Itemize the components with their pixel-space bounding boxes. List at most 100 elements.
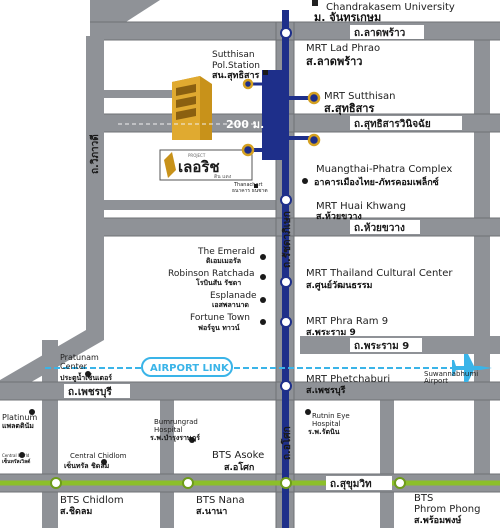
station-phra-ram9-marker[interactable]	[280, 316, 292, 328]
muangthai-label-en: Muangthai-Phatra Complex	[316, 164, 452, 175]
central-world-label-th: เซ็นทรัลเวิลด์	[2, 457, 30, 465]
thailand-cc-label-th: ส.ศูนย์วัฒนธรรม	[306, 279, 373, 291]
bumrungrad-label-en2: Hospital	[154, 426, 183, 434]
landmark-dots	[19, 70, 311, 465]
project-name: เลอริช	[178, 158, 220, 176]
airplane-icon	[452, 354, 492, 382]
esplanade-label-en: Esplanade	[210, 291, 257, 301]
airport-link-badge	[141, 357, 233, 377]
suvarnabhumi-label-en2: Airport	[424, 377, 448, 385]
fortune-label-en: Fortune Town	[190, 313, 250, 323]
phetchaburi-label-th: ส.เพชรบุรี	[306, 385, 346, 396]
road-lat-phrao	[90, 22, 500, 40]
rutnin-marker	[305, 409, 311, 415]
road-right-1	[474, 36, 490, 488]
asoke-label-en: BTS Asoke	[212, 450, 264, 461]
rutnin-label-en2: Hospital	[312, 420, 341, 428]
mrt-depot-block	[262, 70, 288, 160]
central-world-label: Central World	[2, 453, 30, 458]
police-label-en-2: Pol.Station	[212, 61, 260, 71]
robinson-label-th: โรบินสัน รัชดา	[195, 278, 241, 287]
road-lane-2	[104, 90, 184, 98]
station-phrom-phong-marker[interactable]	[394, 477, 406, 489]
chandrakasem-label-en: Chandrakasem University	[326, 2, 455, 13]
lad-phrao-label-th: ส.ลาดพร้าว	[306, 55, 362, 68]
police-marker	[263, 70, 268, 75]
station-branch-2-marker[interactable]	[307, 133, 321, 147]
road-soi-1	[160, 400, 174, 528]
fortune-label-th: ฟอร์จูน ทาวน์	[198, 323, 240, 333]
rutnin-label-en: Rutnin Eye	[312, 412, 350, 420]
project-tagline: ดิน แดง	[214, 173, 232, 180]
robinson-label-en: Robinson Ratchada	[168, 269, 255, 279]
road-label-rama9: ถ.พระราม 9	[354, 341, 409, 352]
phrom-phong-label-en: BTS	[414, 493, 433, 504]
road-label-asoke: ถ.อโศก	[280, 426, 293, 460]
road-label-vibhavadi: ถ.วิภาวดี	[89, 134, 101, 174]
emerald-label-th: ดิเอมเมอรัล	[206, 257, 241, 265]
station-nana-marker[interactable]	[182, 477, 194, 489]
station-labels: MRT Lad Phrao ส.ลาดพร้าว MRT Sutthisan ส…	[60, 43, 480, 526]
station-thailand-cc-marker[interactable]	[280, 276, 292, 288]
pratunam-label-en-1: Pratunam	[60, 353, 99, 362]
chidlom-mall-label-th: เซ็นทรัล ชิดลม	[64, 461, 110, 470]
road-label-phetchaburi: ถ.เพชรบุรี	[68, 386, 112, 398]
sutthisan-label-en: MRT Sutthisan	[324, 91, 395, 102]
thanachart-marker	[254, 184, 258, 188]
phetchaburi-label-en: MRT Phetchaburi	[306, 374, 390, 385]
chandrakasem-label-th: ม. จันทรเกษม	[314, 11, 381, 24]
huai-khwang-label-th: ส.ห้วยขวาง	[316, 211, 362, 222]
station-lad-phrao-marker[interactable]	[280, 27, 292, 39]
station-asoke-marker[interactable]	[280, 477, 292, 489]
emerald-marker	[260, 254, 266, 260]
road-lane-1	[104, 200, 276, 210]
station-huai-khwang-marker[interactable]	[280, 194, 292, 206]
road-labels: ถ.ลาดพร้าว ถ.สุทธิสารวินิจฉัย ถ.ห้วยขวาง…	[64, 25, 462, 490]
fortune-marker	[260, 319, 266, 325]
project-label-small: PROJECT	[188, 153, 206, 158]
phrom-phong-label-th: ส.พร้อมพงษ์	[414, 514, 461, 526]
logo-mark	[164, 152, 176, 178]
platinum-label-th: แพลตตินัม	[2, 422, 34, 430]
road-vibhavadi	[86, 36, 104, 246]
police-label-en-1: Sutthisan	[212, 50, 255, 60]
place-labels: Chandrakasem University ม. จันทรเกษม Sut…	[2, 2, 478, 470]
nana-label-en: BTS Nana	[196, 495, 245, 506]
distance-label: 200 ม.	[226, 118, 264, 131]
pratunam-label-en-2: Center	[60, 362, 88, 371]
thanachart-label-th: ธนาคาร ธนชาต	[232, 188, 268, 194]
station-branch-left-marker[interactable]	[241, 143, 255, 157]
phra-ram9-label-th: ส.พระราม 9	[306, 328, 356, 338]
esplanade-marker	[260, 297, 266, 303]
airport-link-line	[45, 354, 492, 382]
road-label-sutthisan: ถ.สุทธิสารวินิจฉัย	[354, 118, 431, 130]
chidlom-label-en: BTS Chidlom	[60, 495, 124, 506]
mrt-track	[282, 10, 289, 528]
chandrakasem-marker	[312, 0, 318, 6]
station-sutthisan-marker[interactable]	[307, 91, 321, 105]
chidlom-mall-marker	[101, 459, 107, 465]
road-label-lat-phrao: ถ.ลาดพร้าว	[354, 27, 406, 39]
road-label-ratchadaphisek: ถ.รัชดาภิเษก	[281, 211, 293, 268]
central-world-marker	[19, 452, 25, 458]
pratunam-label-th: ประตูน้ำเซ็นเตอร์	[60, 371, 112, 383]
emerald-label-en: The Emerald	[197, 247, 255, 257]
station-chidlom-marker[interactable]	[50, 477, 62, 489]
sutthisan-label-th: ส.สุทธิสาร	[324, 102, 374, 116]
phra-ram9-label-en: MRT Phra Ram 9	[306, 316, 388, 327]
thailand-cc-label-en: MRT Thailand Cultural Center	[306, 268, 453, 279]
robinson-marker	[260, 274, 266, 280]
chidlom-label-th: ส.ชิดลม	[60, 506, 92, 517]
station-phetchaburi-marker[interactable]	[280, 380, 292, 392]
station-branch-top-marker[interactable]	[242, 78, 254, 90]
huai-khwang-label-en: MRT Huai Khwang	[316, 201, 406, 212]
nana-label-th: ส.นานา	[196, 507, 227, 517]
road-soi-2	[380, 400, 394, 528]
project-logo	[159, 149, 253, 181]
platinum-label-en: Platinum	[2, 413, 37, 422]
station-markers	[280, 27, 292, 392]
bumrungrad-label-th: ร.พ.บำรุงราษฎร์	[150, 433, 200, 442]
asoke-label-th: ส.อโศก	[224, 461, 254, 473]
road-label-huai-khwang: ถ.ห้วยขวาง	[354, 222, 405, 234]
